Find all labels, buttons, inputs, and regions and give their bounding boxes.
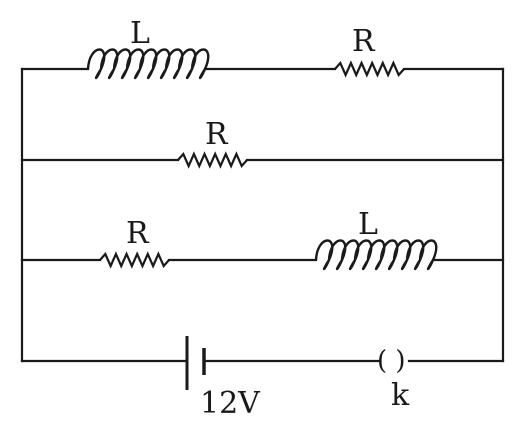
label-inductor-bottom: L <box>358 207 378 242</box>
resistor-middle <box>177 151 248 169</box>
label-battery: 12V <box>200 386 261 421</box>
inductor-top <box>86 48 210 80</box>
resistor-top <box>334 60 405 78</box>
label-resistor-middle: R <box>205 117 229 152</box>
label-resistor-top: R <box>352 24 376 59</box>
label-resistor-bottom: R <box>126 216 150 251</box>
label-inductor-top: L <box>130 16 150 51</box>
switch-symbol: ( ) <box>377 346 406 376</box>
resistor-bottom <box>99 251 170 269</box>
inductor-bottom <box>314 239 438 271</box>
label-switch: k <box>391 378 410 413</box>
